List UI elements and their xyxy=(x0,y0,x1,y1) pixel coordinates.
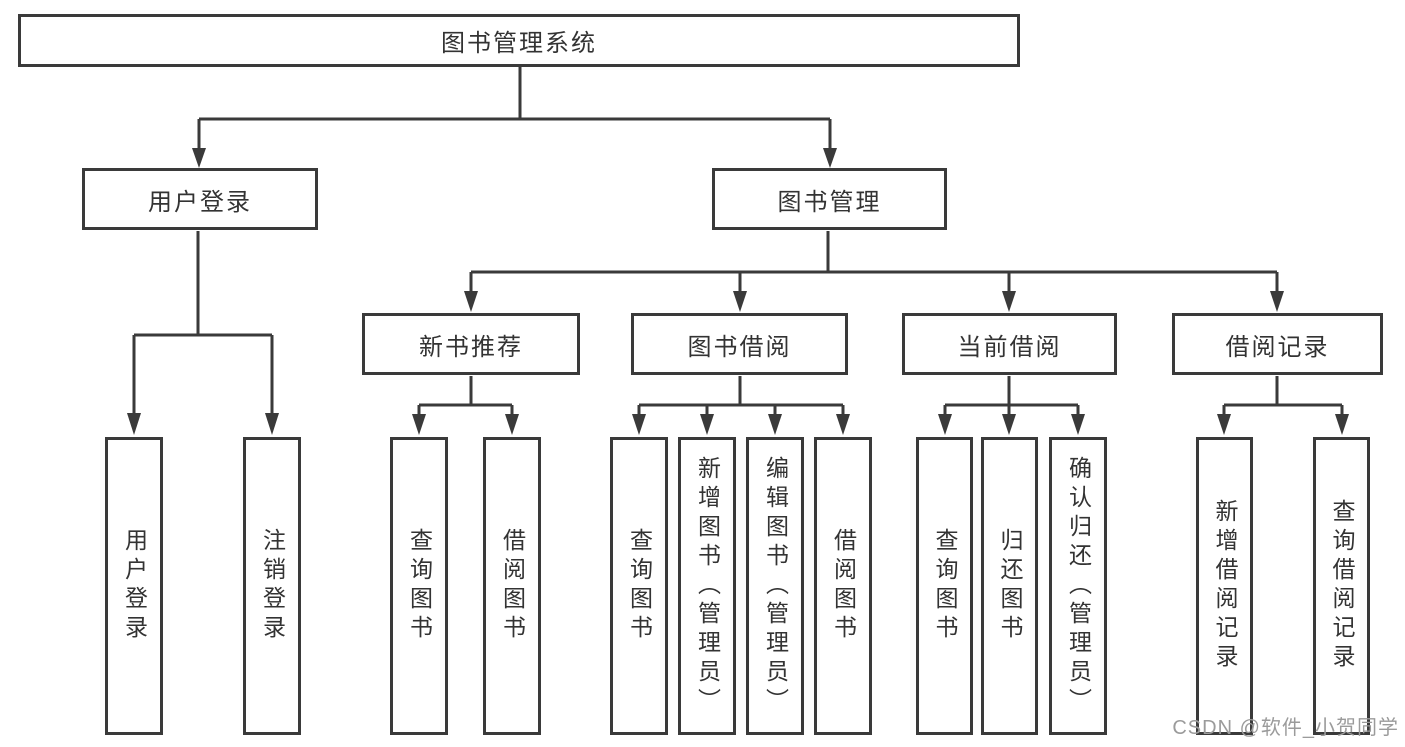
node-library-system: 图书管理系统 xyxy=(18,14,1020,67)
node-borrow-records-label: 借阅记录 xyxy=(1225,333,1330,361)
connector-current-borrow xyxy=(943,376,1080,417)
leaf-edit-book-admin: 编辑图书（管理员） xyxy=(746,437,804,735)
node-user-login: 用户登录 xyxy=(82,168,318,230)
node-new-book-recommend: 新书推荐 xyxy=(362,313,580,375)
leaf-query-books-recommend: 查询图书 xyxy=(390,437,448,735)
leaf-query-books-current: 查询图书 xyxy=(916,437,973,735)
leaf-query-books-recommend-label: 查询图书 xyxy=(406,528,433,644)
node-book-borrow-label: 图书借阅 xyxy=(687,333,792,361)
node-user-login-label: 用户登录 xyxy=(148,188,252,216)
node-library-system-label: 图书管理系统 xyxy=(441,30,597,57)
leaf-logout: 注销登录 xyxy=(243,437,301,735)
connector-book-borrow xyxy=(637,376,845,417)
csdn-watermark: CSDN @软件_小贺同学 xyxy=(1172,717,1399,739)
leaf-add-borrow-record-label: 新增借阅记录 xyxy=(1212,499,1238,673)
leaf-confirm-return-admin: 确认归还（管理员） xyxy=(1049,437,1107,735)
leaf-borrow-books-recommend-label: 借阅图书 xyxy=(499,528,526,644)
leaf-return-book: 归还图书 xyxy=(981,437,1038,735)
leaf-confirm-return-admin-label: 确认归还（管理员） xyxy=(1065,455,1092,717)
leaf-add-borrow-record: 新增借阅记录 xyxy=(1196,437,1253,735)
leaf-user-login-label: 用户登录 xyxy=(121,528,148,644)
leaf-query-books-borrow-label: 查询图书 xyxy=(626,528,653,644)
leaf-query-books-borrow: 查询图书 xyxy=(610,437,668,735)
leaf-query-borrow-record: 查询借阅记录 xyxy=(1313,437,1370,735)
connector-root xyxy=(197,67,832,152)
leaf-edit-book-admin-label: 编辑图书（管理员） xyxy=(762,455,789,717)
leaf-query-books-current-label: 查询图书 xyxy=(932,528,958,644)
leaf-user-login: 用户登录 xyxy=(105,437,163,735)
leaf-query-borrow-record-label: 查询借阅记录 xyxy=(1329,499,1355,673)
leaf-add-book-admin: 新增图书（管理员） xyxy=(678,437,736,735)
arrowheads xyxy=(127,148,1349,435)
connector-new-book-recommend xyxy=(417,376,514,417)
leaf-borrow-books-borrow-label: 借阅图书 xyxy=(830,528,857,644)
leaf-add-book-admin-label: 新增图书（管理员） xyxy=(694,455,721,717)
connector-borrow-records xyxy=(1222,376,1344,417)
node-book-management-label: 图书管理 xyxy=(777,188,882,216)
node-current-borrow-label: 当前借阅 xyxy=(957,333,1062,361)
node-borrow-records: 借阅记录 xyxy=(1172,313,1383,375)
leaf-return-book-label: 归还图书 xyxy=(997,528,1023,644)
leaf-borrow-books-borrow: 借阅图书 xyxy=(814,437,872,735)
connector-book-management xyxy=(469,231,1279,294)
leaf-logout-label: 注销登录 xyxy=(259,528,286,644)
node-new-book-recommend-label: 新书推荐 xyxy=(419,333,523,361)
leaf-borrow-books-recommend: 借阅图书 xyxy=(483,437,541,735)
connector-user-login xyxy=(132,231,274,416)
node-current-borrow: 当前借阅 xyxy=(902,313,1117,375)
node-book-borrow: 图书借阅 xyxy=(631,313,848,375)
node-book-management: 图书管理 xyxy=(712,168,947,230)
